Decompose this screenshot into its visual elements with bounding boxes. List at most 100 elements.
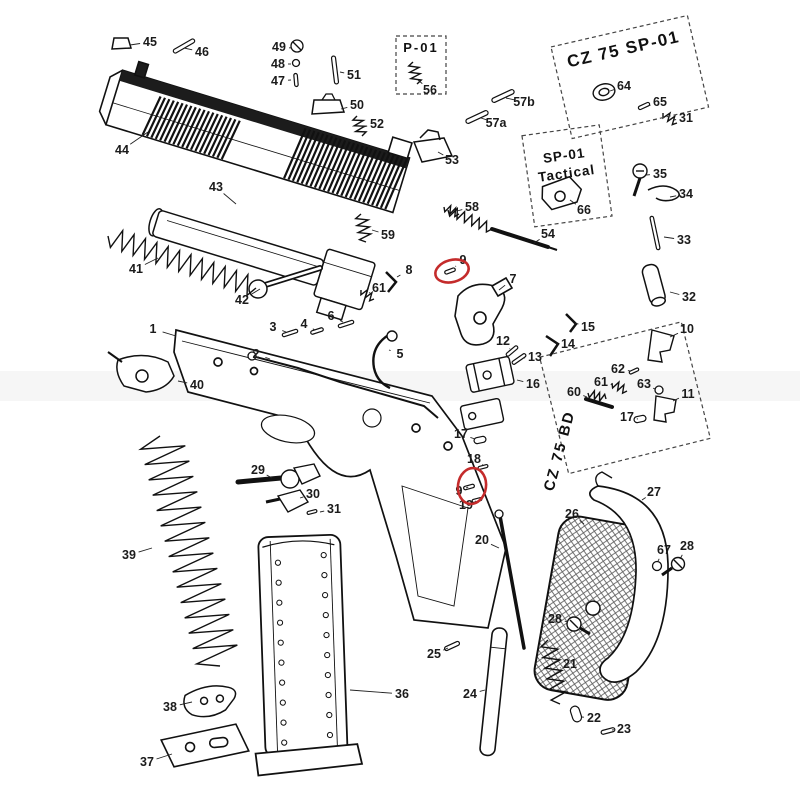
highlight-circle-part-9 (456, 466, 488, 506)
sear-cage-part (465, 356, 515, 393)
part-label-61: 61 (372, 281, 386, 295)
part-label-60: 60 (567, 385, 581, 399)
part-label-5: 5 (397, 347, 404, 361)
magazine-witness-holes (274, 552, 334, 746)
part-label-1: 1 (150, 322, 157, 336)
part-label-61: 61 (594, 375, 608, 389)
screw-part-35 (632, 163, 648, 197)
rear-sight-part-50 (311, 93, 346, 115)
part-label-4: 4 (301, 317, 308, 331)
part-label-46: 46 (195, 45, 209, 59)
part-label-27: 27 (647, 485, 661, 499)
wire-spring-part-34 (647, 185, 680, 202)
slide-serrations-front (141, 96, 241, 160)
callout-bd-label: CZ 75 BD (541, 409, 579, 493)
trigger-part (372, 330, 398, 390)
part-label-66: 66 (577, 203, 591, 217)
slide-serrations-rear (283, 127, 408, 210)
part-label-63: 63 (637, 377, 651, 391)
part-label-26: 26 (565, 507, 579, 521)
part-label-53: 53 (445, 153, 459, 167)
hammer-strut-part (494, 509, 526, 650)
part-label-43: 43 (209, 180, 223, 194)
part-label-35: 35 (653, 167, 667, 181)
magazine-part (254, 533, 364, 777)
part-label-57b: 57b (513, 95, 535, 109)
part-label-23: 23 (617, 722, 631, 736)
detent-parts-47-48-49 (290, 39, 304, 68)
part-label-31: 31 (679, 111, 693, 125)
part-label-52: 52 (370, 117, 384, 131)
safety-part (265, 489, 310, 513)
part-label-11: 11 (681, 387, 694, 401)
part-label-38: 38 (163, 700, 177, 714)
part-label-36: 36 (395, 687, 409, 701)
callout-p01-label: P-01 (403, 40, 438, 55)
part-label-13: 13 (528, 350, 542, 364)
part-label-40: 40 (190, 378, 204, 392)
part-label-67: 67 (657, 543, 671, 557)
pin-part-15 (565, 313, 578, 333)
frame-part (173, 328, 507, 629)
washer-part-67 (651, 560, 663, 572)
part-label-28: 28 (548, 612, 562, 626)
slide-stop-part (235, 463, 321, 489)
grip-screw-part-28-left (566, 616, 591, 636)
callout-box-tactical: SP-01 Tactical (521, 124, 613, 228)
part-label-37: 37 (140, 755, 154, 769)
part-label-31: 31 (327, 502, 341, 516)
part-label-33: 33 (677, 233, 691, 247)
part-label-30: 30 (306, 487, 320, 501)
part-label-28: 28 (680, 539, 694, 553)
backstrap-insert-part-38 (183, 685, 237, 718)
part-label-34: 34 (679, 187, 693, 201)
part-label-57a: 57a (486, 116, 508, 130)
part-label-17: 17 (454, 427, 468, 441)
part-label-56: 56 (423, 83, 437, 97)
bracket-part-11 (653, 395, 677, 423)
part-label-48: 48 (271, 57, 285, 71)
part-label-49: 49 (272, 40, 286, 54)
sear-cage-lower-part (459, 397, 505, 431)
part-label-20: 20 (475, 533, 489, 547)
callout-tactical-label-1: SP-01 (542, 145, 586, 166)
part-label-15: 15 (581, 320, 595, 334)
grip-screw-part-28-right (661, 556, 686, 577)
firing-pin-part (490, 227, 558, 251)
coil-springs-layer (107, 61, 678, 705)
part-label-50: 50 (350, 98, 364, 112)
bracket-part-10 (647, 329, 675, 363)
part-label-3: 3 (270, 320, 277, 334)
part-label-18: 18 (467, 452, 481, 466)
part-label-62: 62 (611, 362, 625, 376)
part-label-10: 10 (680, 322, 694, 336)
part-label-25: 25 (427, 647, 441, 661)
spring-plug-part-24 (479, 627, 508, 757)
part-label-21: 21 (563, 657, 577, 671)
pins-layer (172, 38, 661, 735)
part-label-44: 44 (115, 143, 129, 157)
part-label-42: 42 (235, 293, 249, 307)
part-label-51: 51 (347, 68, 361, 82)
part-label-7: 7 (510, 272, 517, 286)
part-label-41: 41 (129, 262, 143, 276)
part-label-8: 8 (406, 263, 413, 277)
part-label-16: 16 (526, 377, 540, 391)
part-label-14: 14 (561, 337, 575, 351)
part-label-39: 39 (122, 548, 136, 562)
part-label-17: 17 (620, 410, 634, 424)
part-label-59: 59 (381, 228, 395, 242)
part-label-2: 2 (253, 347, 260, 361)
tube-part-32 (641, 263, 667, 307)
decocker-part (107, 351, 175, 393)
trigger-bar-part (247, 351, 439, 419)
sight-assembly-part-53 (412, 129, 454, 163)
callout-sp01-label: CZ 75 SP-01 (565, 27, 681, 71)
part-label-32: 32 (682, 290, 696, 304)
part-label-22: 22 (587, 711, 601, 725)
part-label-64: 64 (617, 79, 631, 93)
base-plate-part-37 (160, 723, 250, 768)
